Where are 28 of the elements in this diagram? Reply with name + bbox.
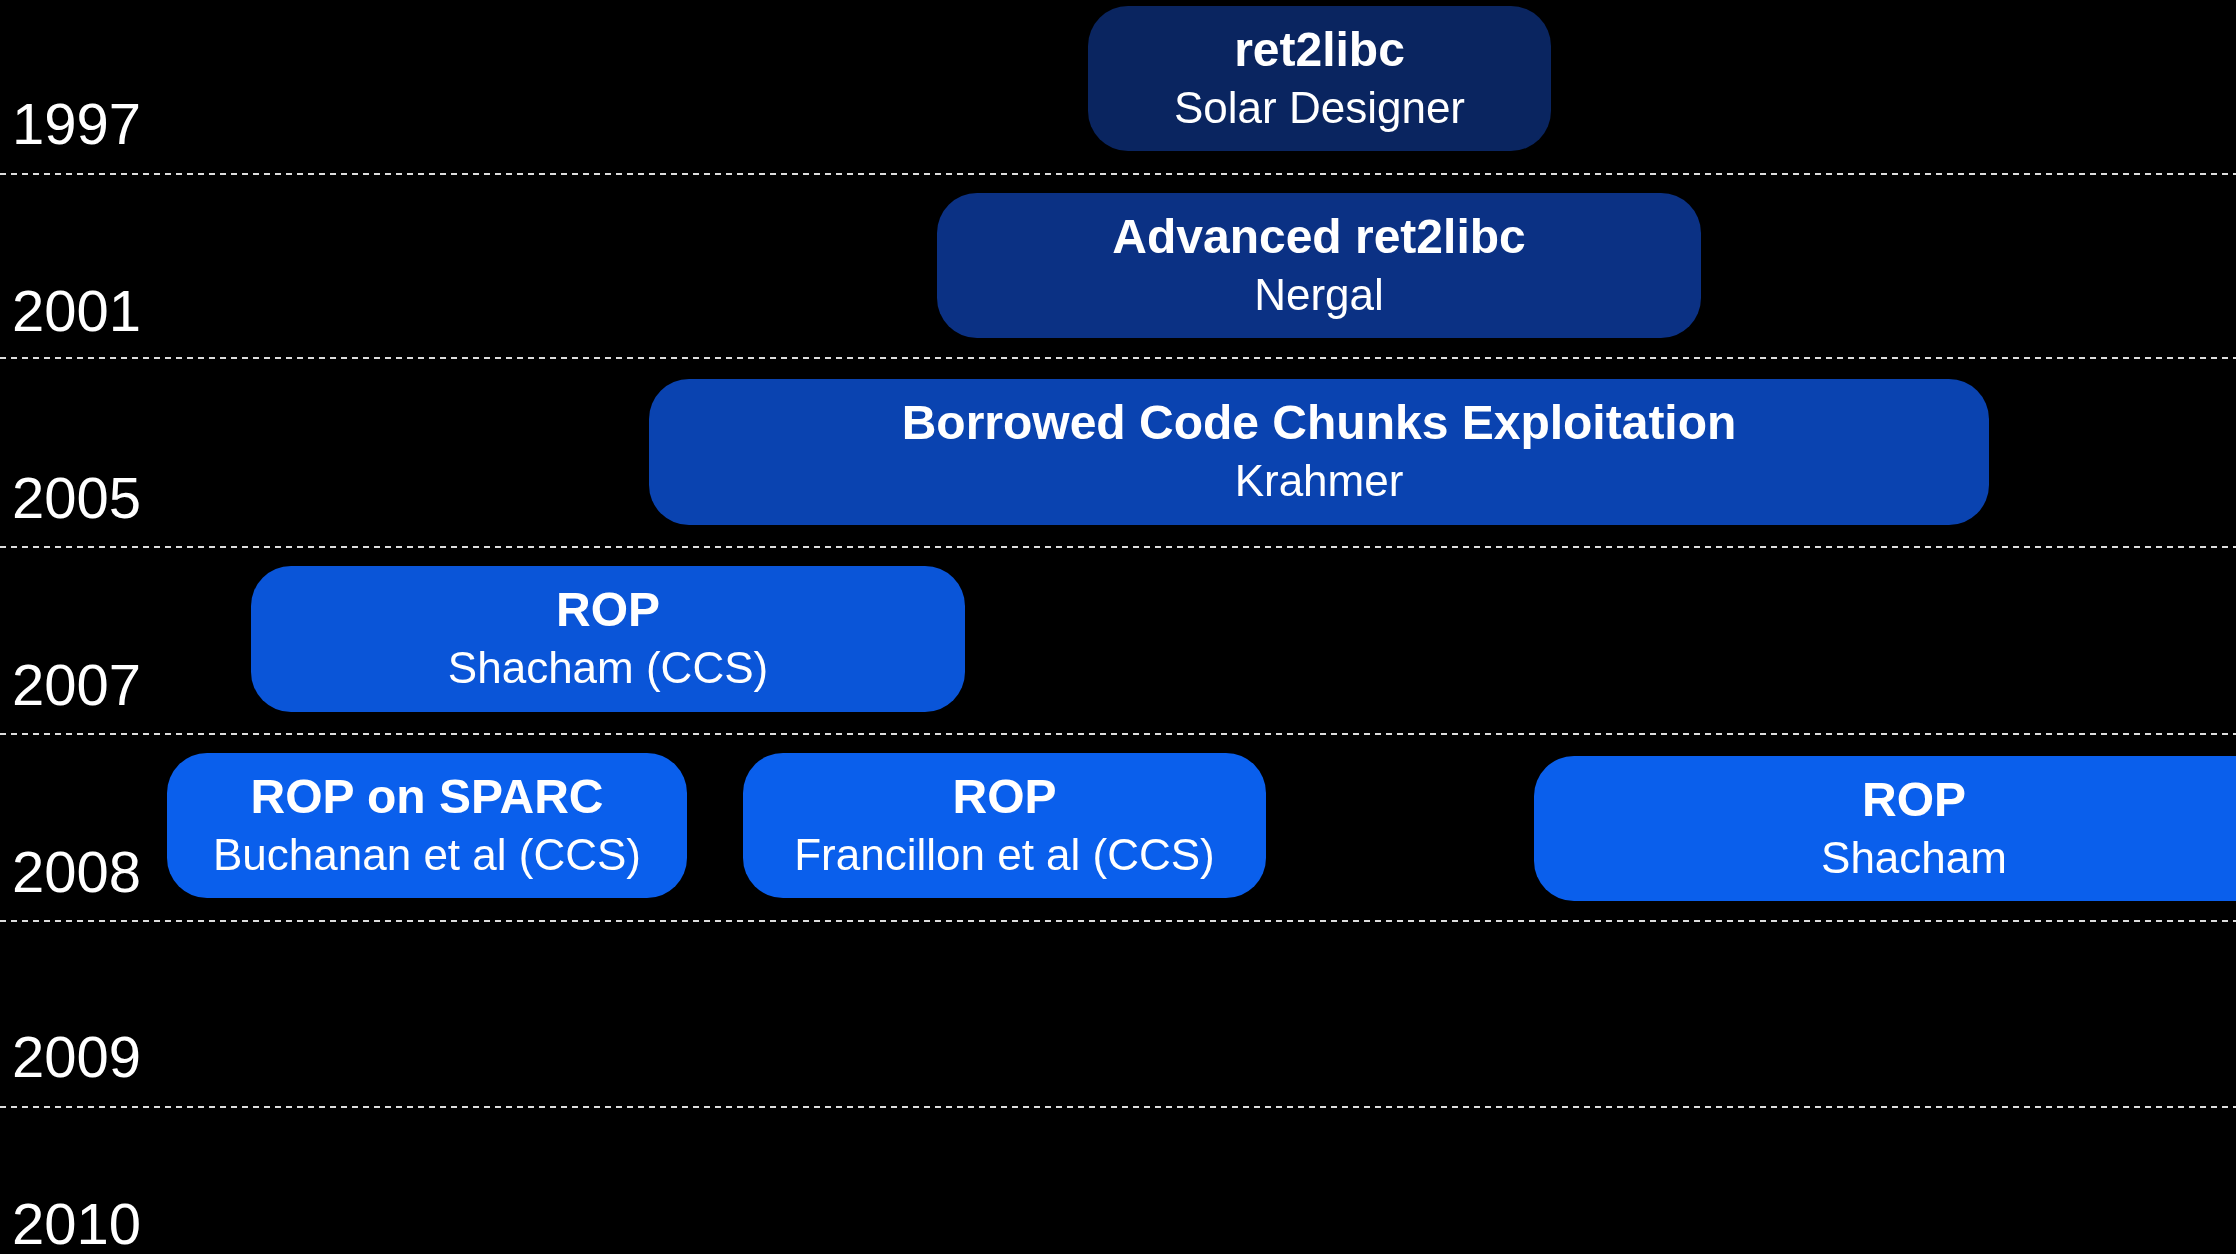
technique-title: ROP — [556, 582, 660, 638]
author-text: Buchanan et al (CCS) — [213, 828, 641, 881]
year-label: 2010 — [12, 1192, 142, 1254]
technique-title: ROP — [1862, 771, 1966, 828]
year-label: 2001 — [12, 279, 142, 343]
technique-title: Advanced ret2libc — [1112, 208, 1526, 265]
year-label: 2008 — [12, 840, 142, 904]
year-label: 2007 — [12, 653, 142, 717]
timeline-box — [743, 753, 1266, 898]
author-text: Shacham — [1821, 831, 2007, 884]
technique-title: ROP on SPARC — [250, 768, 604, 825]
technique-title: ret2libc — [1234, 21, 1405, 78]
author-text: Solar Designer — [1174, 81, 1465, 134]
timeline-box — [251, 566, 965, 712]
timeline-box — [167, 753, 687, 898]
year-label: 1997 — [12, 92, 142, 156]
year-label: 2009 — [12, 1025, 142, 1089]
year-label: 2005 — [12, 466, 142, 530]
technique-title: ROP — [952, 768, 1057, 825]
timeline-box — [649, 379, 1989, 525]
author-text: Nergal — [1254, 268, 1384, 321]
author-text: Francillon et al (CCS) — [794, 828, 1215, 881]
timeline-box — [1088, 6, 1551, 151]
timeline-box — [1534, 756, 2236, 901]
timeline-box — [937, 193, 1701, 338]
author-text: Shacham (CCS) — [447, 642, 769, 694]
author-text: Krahmer — [1234, 455, 1404, 507]
technique-title: Borrowed Code Chunks Exploitation — [901, 395, 1737, 451]
